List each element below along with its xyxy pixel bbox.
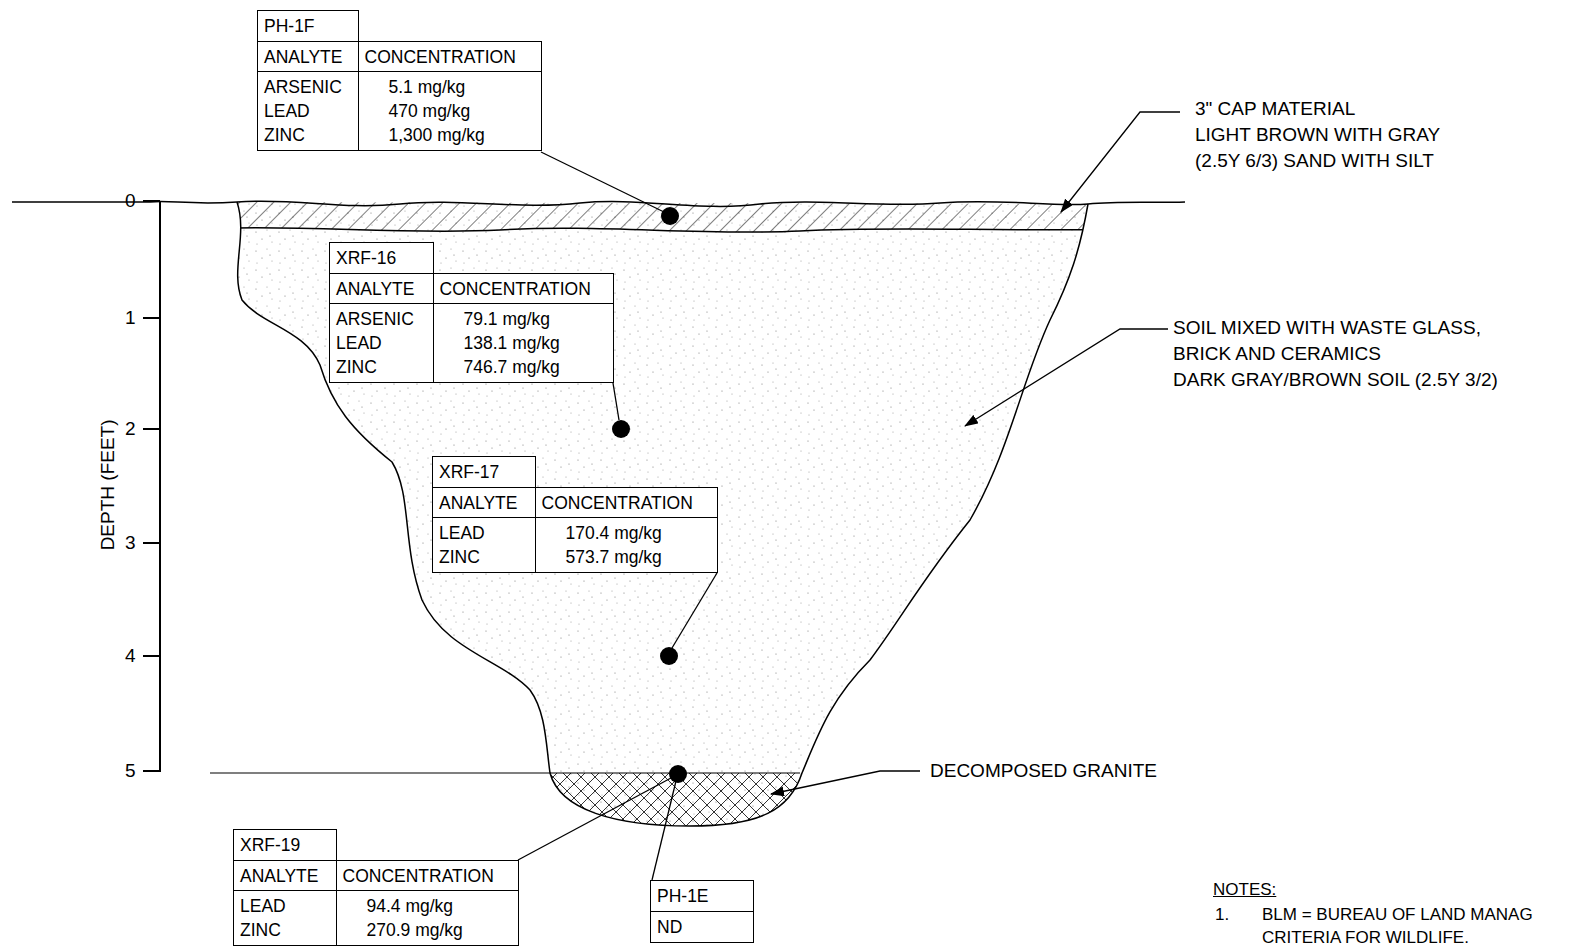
table-heading: XRF-16 [329, 242, 434, 274]
table-cell: 5.1 mg/kg470 mg/kg1,300 mg/kg [358, 71, 542, 151]
analyte-name: LEAD [240, 894, 330, 918]
table-header-cell: ANALYTE [329, 273, 434, 305]
table-cell: ARSENICLEADZINC [257, 71, 359, 151]
sample-id: XRF-19 [240, 833, 330, 857]
depth-tick-label: 1 [125, 307, 136, 329]
concentration-value: 94.4 mg/kg [367, 894, 512, 918]
concentration-value: 470 mg/kg [389, 99, 535, 123]
table-header-cell: ANALYTE [233, 860, 337, 892]
concentration-value: 573.7 mg/kg [566, 545, 711, 569]
table-heading: XRF-19 [233, 829, 337, 861]
note-text: CRITERIA FOR WILDLIFE. [1262, 928, 1469, 948]
table-heading: PH-1E [650, 880, 754, 912]
table-header-cell: ANALYTE [432, 487, 536, 519]
material-callout: LIGHT BROWN WITH GRAY [1195, 124, 1440, 146]
material-callout: SOIL MIXED WITH WASTE GLASS, [1173, 317, 1481, 339]
column-header: CONCENTRATION [343, 864, 512, 888]
column-header: CONCENTRATION [542, 491, 711, 515]
table-header-cell: CONCENTRATION [433, 273, 614, 305]
analyte-name: ARSENIC [264, 75, 352, 99]
analyte-name: LEAD [336, 331, 427, 355]
table-header-cell: ANALYTE [257, 41, 359, 73]
column-header: ANALYTE [439, 491, 529, 515]
concentration-value: 746.7 mg/kg [464, 355, 607, 379]
analyte-name: ZINC [336, 355, 427, 379]
table-cell: ND [650, 911, 754, 943]
table-header-cell: CONCENTRATION [336, 860, 519, 892]
column-header: ANALYTE [336, 277, 427, 301]
analyte-name: LEAD [439, 521, 529, 545]
table-cell: LEADZINC [432, 517, 536, 573]
column-header: CONCENTRATION [440, 277, 607, 301]
depth-tick-label: 3 [125, 532, 136, 554]
note-text: BLM = BUREAU OF LAND MANAG [1262, 905, 1533, 925]
note-text: 1. [1215, 905, 1229, 925]
concentration-value: 5.1 mg/kg [389, 75, 535, 99]
sample-id: XRF-16 [336, 246, 427, 270]
depth-tick-label: 0 [125, 190, 136, 212]
table-header-cell: CONCENTRATION [358, 41, 542, 73]
sample-id: XRF-17 [439, 460, 529, 484]
result-value: ND [657, 915, 747, 939]
table-cell: 170.4 mg/kg573.7 mg/kg [535, 517, 718, 573]
note-text: NOTES: [1213, 880, 1276, 900]
material-callout: (2.5Y 6/3) SAND WITH SILT [1195, 150, 1434, 172]
material-callout: DARK GRAY/BROWN SOIL (2.5Y 3/2) [1173, 369, 1498, 391]
material-callout: DECOMPOSED GRANITE [930, 760, 1157, 782]
analyte-name: ARSENIC [336, 307, 427, 331]
table-heading: PH-1F [257, 10, 359, 42]
table-cell: ARSENICLEADZINC [329, 303, 434, 383]
concentration-value: 170.4 mg/kg [566, 521, 711, 545]
analyte-name: LEAD [264, 99, 352, 123]
table-header-cell: CONCENTRATION [535, 487, 718, 519]
material-callout: BRICK AND CERAMICS [1173, 343, 1381, 365]
table-heading: XRF-17 [432, 456, 536, 488]
column-header: CONCENTRATION [365, 45, 535, 69]
depth-tick-label: 4 [125, 645, 136, 667]
analyte-name: ZINC [240, 918, 330, 942]
depth-tick-label: 2 [125, 418, 136, 440]
table-cell: 79.1 mg/kg138.1 mg/kg746.7 mg/kg [433, 303, 614, 383]
concentration-value: 138.1 mg/kg [464, 331, 607, 355]
concentration-value: 79.1 mg/kg [464, 307, 607, 331]
material-callout: 3" CAP MATERIAL [1195, 98, 1355, 120]
concentration-value: 270.9 mg/kg [367, 918, 512, 942]
column-header: ANALYTE [240, 864, 330, 888]
sample-id: PH-1E [657, 884, 747, 908]
concentration-value: 1,300 mg/kg [389, 123, 535, 147]
axis-title: DEPTH (FEET) [96, 420, 118, 551]
table-cell: 94.4 mg/kg270.9 mg/kg [336, 890, 519, 946]
depth-tick-label: 5 [125, 760, 136, 782]
table-cell: LEADZINC [233, 890, 337, 946]
sample-id: PH-1F [264, 14, 352, 38]
analyte-name: ZINC [264, 123, 352, 147]
analyte-name: ZINC [439, 545, 529, 569]
column-header: ANALYTE [264, 45, 352, 69]
